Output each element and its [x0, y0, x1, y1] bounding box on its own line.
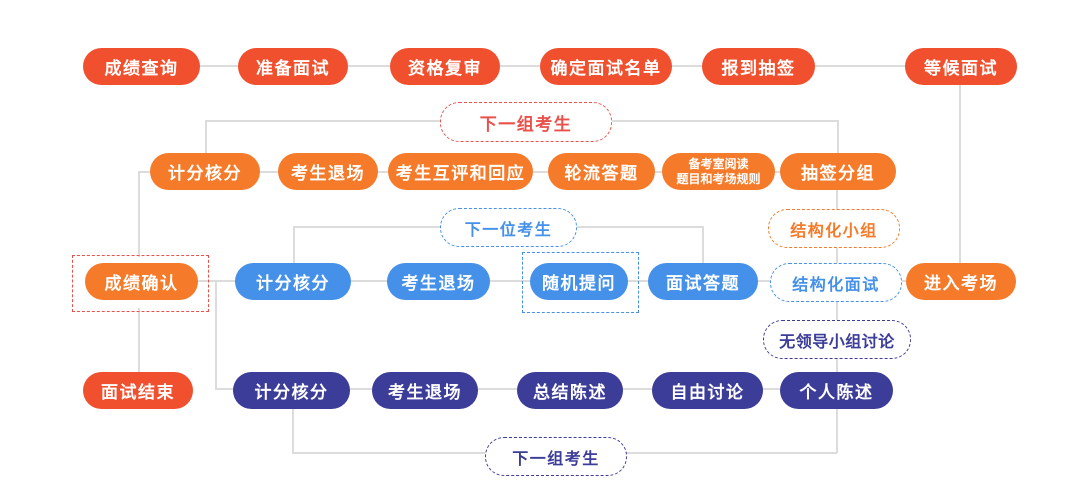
node-qualification-review: 资格复审	[390, 48, 500, 85]
label-structured-interview: 结构化面试	[770, 263, 902, 302]
node-score-inquiry: 成绩查询	[83, 48, 200, 85]
loop-next-group-bottom: 下一组考生	[485, 437, 627, 476]
connector-line	[959, 84, 961, 265]
connector-line	[293, 226, 295, 263]
node-leaderless-candidates-exit: 考生退场	[372, 372, 478, 409]
label-structured-group: 结构化小组	[768, 209, 900, 248]
node-answer-in-turn: 轮流答题	[548, 153, 655, 190]
node-individual-score-tally: 计分核分	[235, 263, 351, 300]
connector-line	[215, 280, 217, 389]
node-enter-room: 进入考场	[906, 263, 1016, 300]
loop-next-group-top: 下一组考生	[440, 102, 612, 142]
prep-room-line1: 备考室阅读	[688, 156, 749, 171]
connector-line	[837, 120, 839, 155]
node-summary-statement: 总结陈述	[517, 372, 623, 409]
node-interview-answer: 面试答题	[648, 263, 758, 300]
connector-line	[702, 226, 704, 263]
node-free-discussion: 自由讨论	[652, 372, 763, 409]
node-checkin-draw-lots: 报到抽签	[702, 48, 815, 85]
connector-line	[292, 408, 294, 453]
connector-line	[836, 408, 838, 453]
node-score-confirm: 成绩确认	[85, 263, 198, 300]
node-prep-room-reading: 备考室阅读 题目和考场规则	[662, 153, 775, 190]
node-personal-statement: 个人陈述	[780, 372, 893, 409]
node-individual-candidate-exit: 考生退场	[387, 263, 490, 300]
loop-next-candidate: 下一位考生	[440, 208, 577, 247]
connector-line	[138, 171, 140, 257]
prep-room-line2: 题目和考场规则	[676, 171, 761, 186]
node-confirm-interview-list: 确定面试名单	[540, 48, 672, 85]
node-prepare-interview: 准备面试	[238, 48, 348, 85]
node-group-score-tally: 计分核分	[150, 153, 260, 190]
connector-line	[205, 120, 207, 154]
node-random-question: 随机提问	[530, 263, 628, 300]
label-leaderless-group-discussion: 无领导小组讨论	[763, 320, 911, 359]
node-wait-interview: 等候面试	[905, 48, 1017, 85]
node-interview-end: 面试结束	[83, 372, 193, 409]
connector-line	[138, 308, 140, 372]
node-peer-review-response: 考生互评和回应	[388, 153, 533, 190]
node-group-candidates-exit: 考生退场	[278, 153, 378, 190]
node-draw-grouping: 抽签分组	[780, 153, 896, 190]
node-leaderless-score-tally: 计分核分	[233, 372, 350, 409]
